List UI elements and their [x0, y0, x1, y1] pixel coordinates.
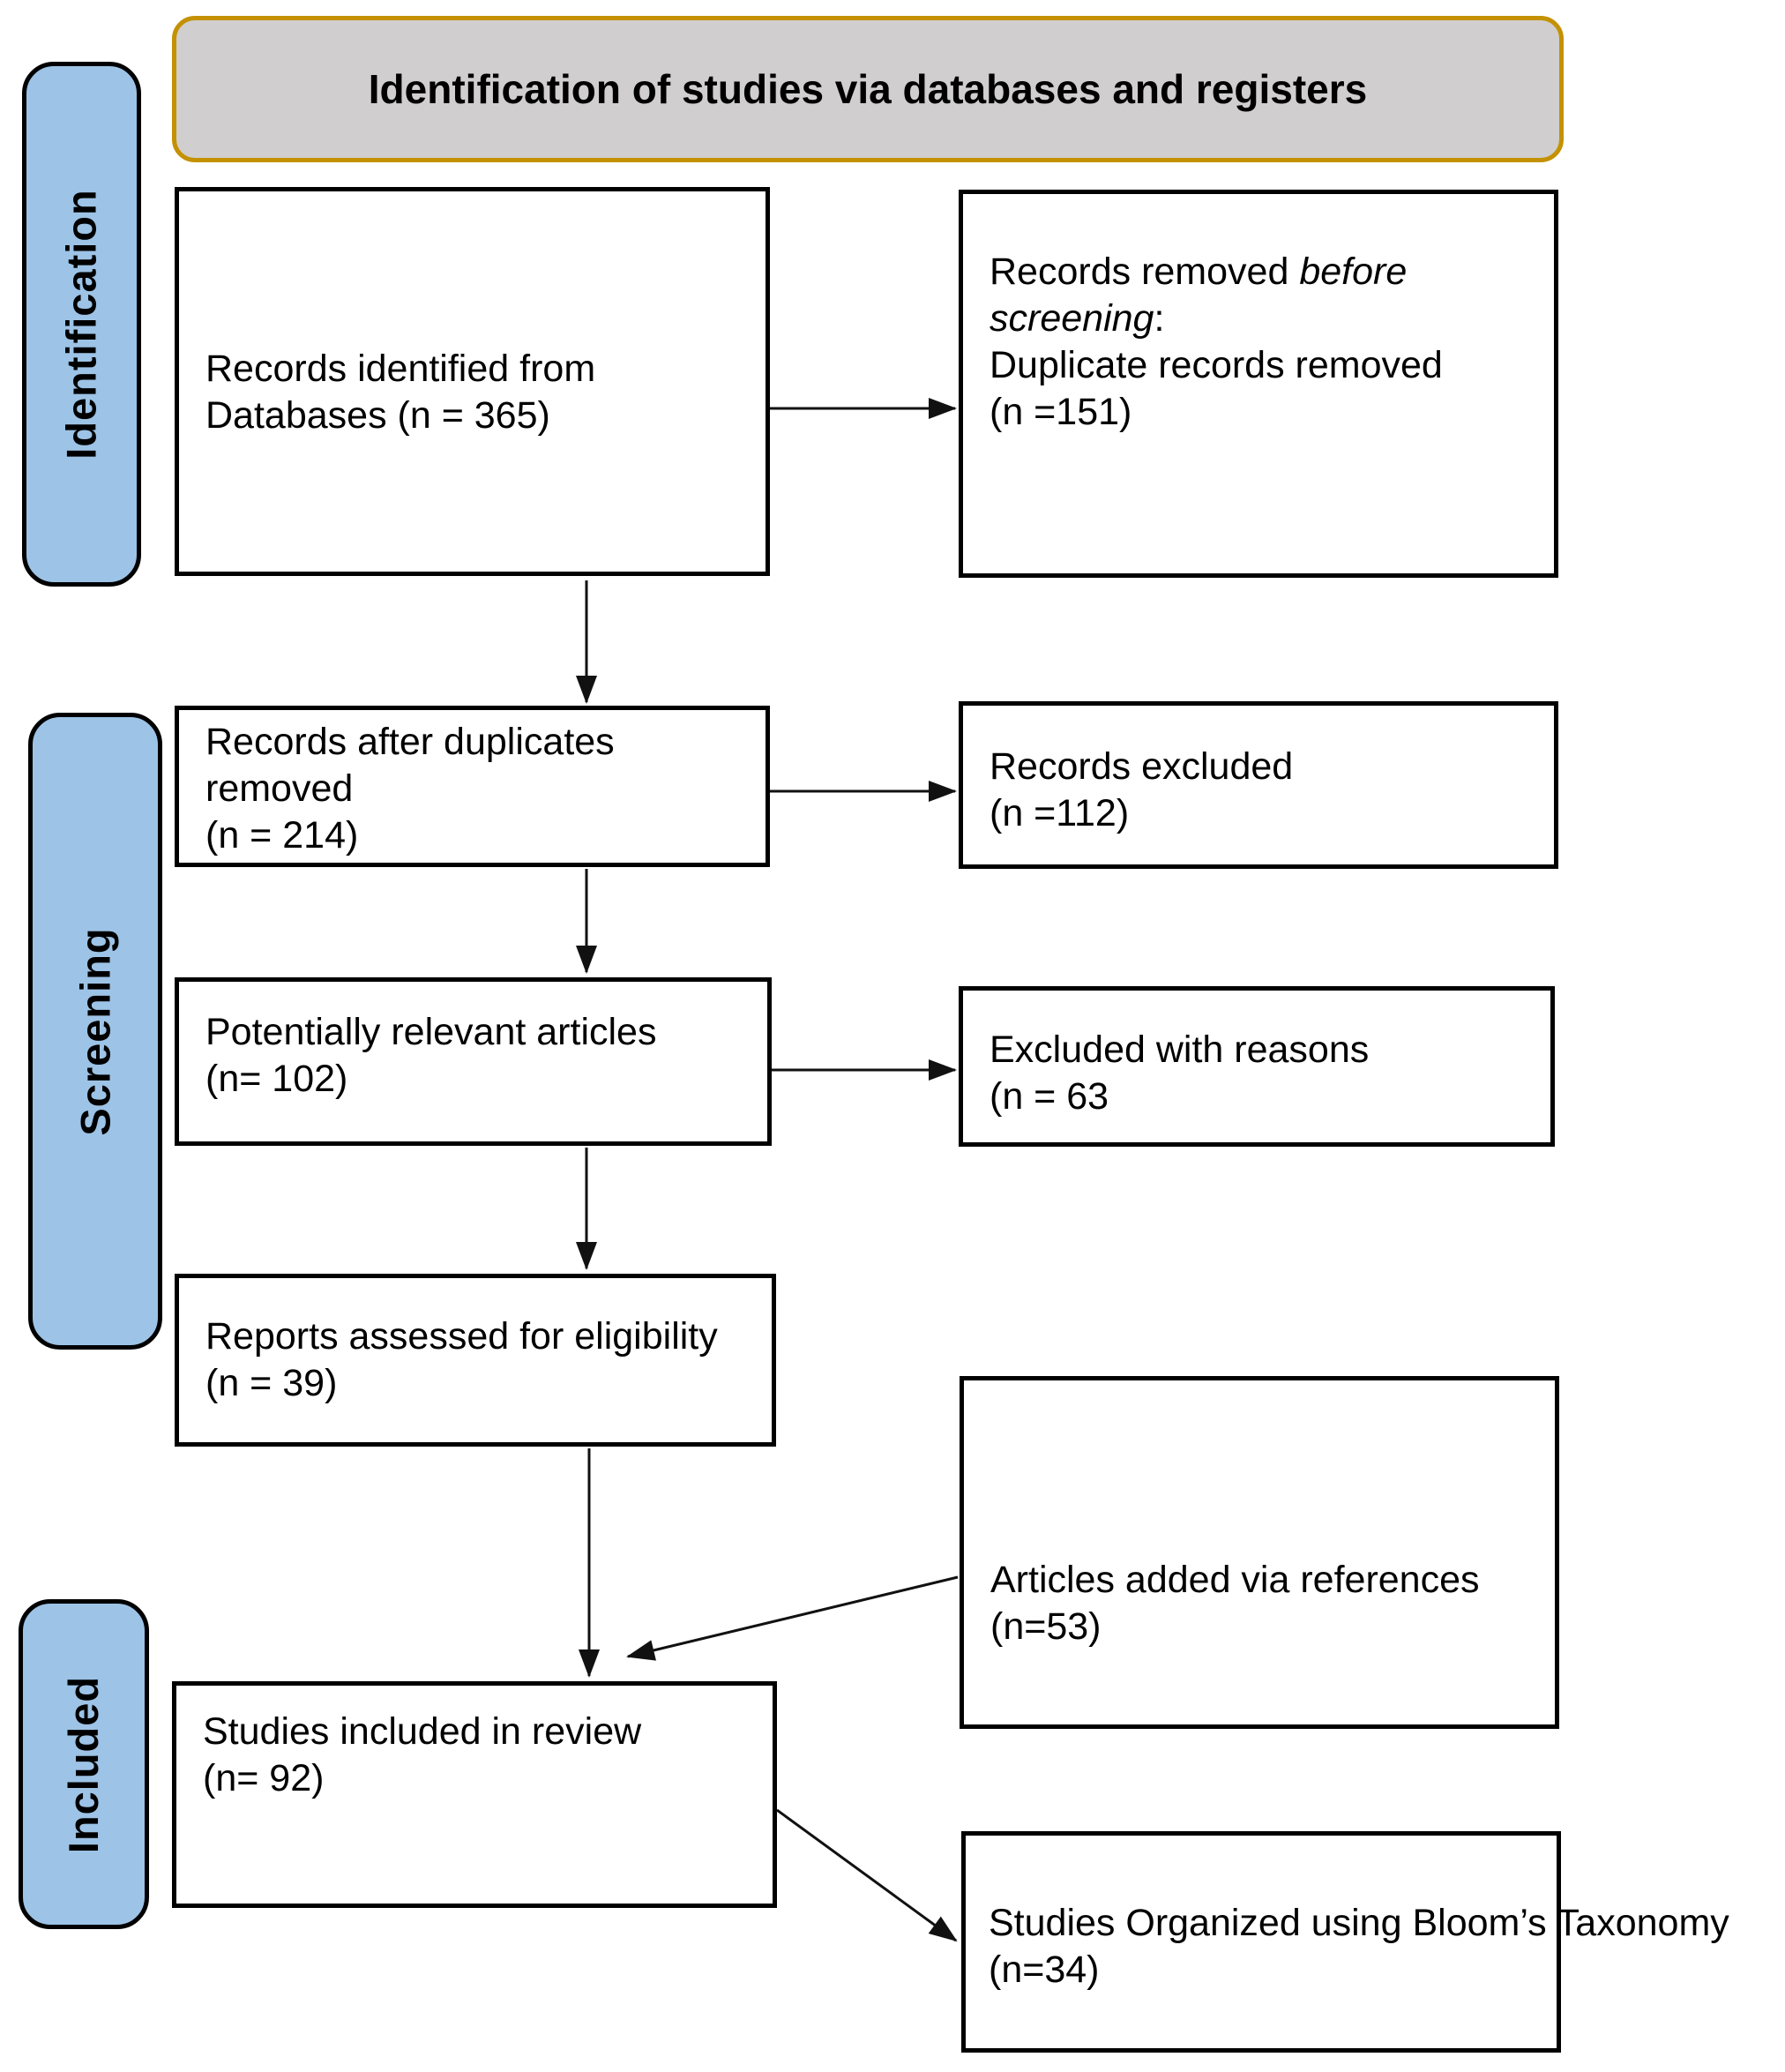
box-records-after-duplicates: Records after duplicates removed (n = 21…	[175, 706, 770, 867]
records-excluded-line1: Records excluded	[990, 745, 1294, 788]
studies-organized-line2: (n=34)	[989, 1949, 1100, 1991]
articles-added-line2: (n=53)	[990, 1605, 1102, 1648]
records-removed-line2: screening:	[990, 295, 1536, 342]
studies-included-line2: (n= 92)	[203, 1757, 325, 1799]
potentially-relevant-line1: Potentially relevant articles	[205, 1011, 657, 1053]
sidebar-identification: Identification	[22, 62, 141, 587]
records-identified-line2: Databases (n = 365)	[205, 394, 550, 437]
records-after-duplicates-line2: removed	[205, 767, 354, 810]
sidebar-included-label: Included	[60, 1675, 108, 1853]
excluded-with-reasons-line2: (n = 63	[990, 1075, 1109, 1118]
sidebar-identification-label: Identification	[58, 189, 106, 460]
records-removed-line1-regular: Records removed	[990, 251, 1300, 293]
records-after-duplicates-line3: (n = 214)	[205, 814, 359, 856]
studies-included-line1: Studies included in review	[203, 1710, 642, 1753]
reports-assessed-line2: (n = 39)	[205, 1362, 338, 1404]
diagram-header-title: Identification of studies via databases …	[368, 66, 1368, 112]
sidebar-screening-label: Screening	[71, 926, 119, 1136]
box-studies-organized: Studies Organized using Bloom’s Taxonomy…	[961, 1831, 1729, 2053]
records-removed-line2-colon: :	[1154, 297, 1165, 340]
sidebar-included: Included	[19, 1599, 149, 1929]
box-records-removed: Records removed before screening: Duplic…	[959, 190, 1558, 578]
records-removed-line1: Records removed before	[990, 249, 1536, 295]
records-after-duplicates-line1: Records after duplicates	[205, 721, 615, 763]
records-removed-line1-italic: before	[1299, 251, 1408, 293]
potentially-relevant-line2: (n= 102)	[205, 1058, 348, 1100]
box-excluded-with-reasons: Excluded with reasons (n = 63	[959, 986, 1555, 1147]
box-potentially-relevant: Potentially relevant articles (n= 102)	[175, 977, 772, 1146]
records-excluded-line2: (n =112)	[990, 792, 1130, 834]
articles-added-line1: Articles added via references	[990, 1559, 1480, 1601]
box-articles-added: Articles added via references (n=53)	[960, 1376, 1559, 1729]
records-removed-line2-italic: screening	[990, 297, 1154, 340]
sidebar-screening: Screening	[28, 713, 162, 1350]
records-removed-line3: Duplicate records removed	[990, 344, 1443, 386]
records-removed-line4: (n =151)	[990, 391, 1132, 433]
box-studies-included: Studies included in review (n= 92)	[172, 1681, 777, 1908]
records-identified-line1: Records identified from	[205, 348, 596, 390]
reports-assessed-line1: Reports assessed for eligibility	[205, 1315, 718, 1358]
diagram-header: Identification of studies via databases …	[172, 16, 1564, 162]
studies-organized-line1: Studies Organized using Bloom’s Taxonomy	[989, 1902, 1729, 1944]
box-records-identified: Records identified from Databases (n = 3…	[175, 187, 770, 576]
box-reports-assessed: Reports assessed for eligibility (n = 39…	[175, 1274, 776, 1447]
box-records-excluded: Records excluded (n =112)	[959, 701, 1558, 869]
excluded-with-reasons-line1: Excluded with reasons	[990, 1029, 1370, 1071]
arrow-references-to-included	[626, 1575, 959, 1661]
arrow-included-to-organized	[776, 1808, 958, 1942]
